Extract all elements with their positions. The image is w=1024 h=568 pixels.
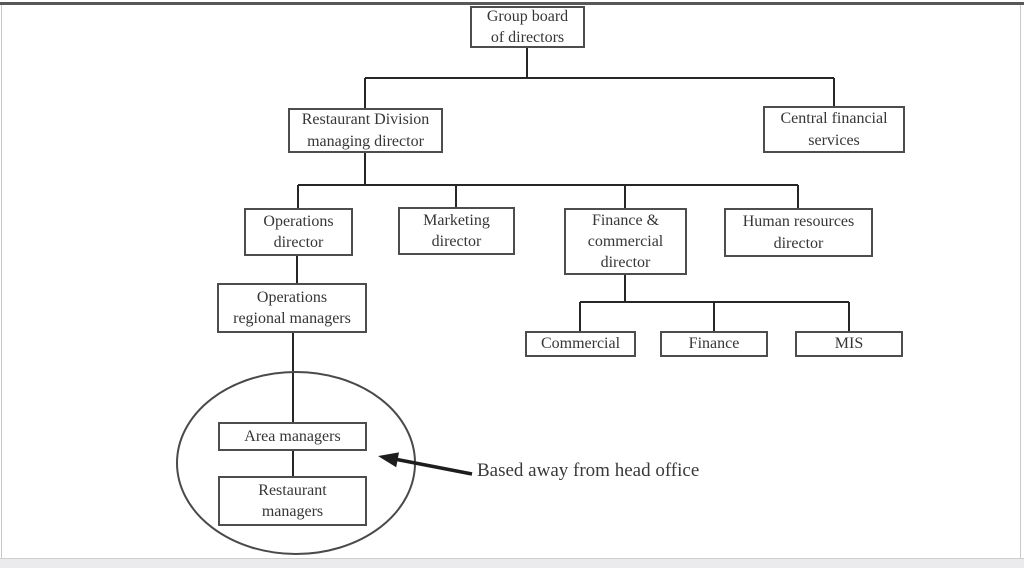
node-finance-commercial-director: Finance & commercial director — [564, 208, 687, 275]
node-label: Restaurant managers — [258, 481, 327, 520]
node-area-managers: Area managers — [218, 422, 367, 451]
node-marketing-director: Marketing director — [398, 207, 515, 255]
node-mis: MIS — [795, 331, 903, 357]
node-human-resources-director: Human resources director — [724, 208, 873, 257]
node-central-financial-services: Central financial services — [763, 106, 905, 153]
node-label: Operations regional managers — [233, 288, 351, 327]
node-restaurant-division-managing-director: Restaurant Division managing director — [288, 108, 443, 153]
node-label: Central financial services — [780, 110, 888, 149]
highlight-ellipse — [176, 371, 416, 555]
node-label: Area managers — [244, 427, 341, 445]
arrow-head-icon — [378, 452, 399, 468]
node-label: Commercial — [540, 335, 621, 353]
node-commercial: Commercial — [525, 331, 636, 357]
top-border-bar — [0, 2, 1024, 5]
node-label: Marketing director — [423, 211, 490, 250]
connector-lines — [292, 48, 850, 476]
annotation-based-away-from-head-office: Based away from head office — [477, 460, 700, 481]
node-restaurant-managers: Restaurant managers — [218, 476, 367, 526]
node-operations-director: Operations director — [244, 208, 353, 256]
node-operations-regional-managers: Operations regional managers — [217, 283, 367, 333]
node-label: Group board of directors — [486, 7, 569, 46]
left-border-line — [1, 5, 2, 558]
node-label: Finance — [688, 335, 740, 353]
node-group-board: Group board of directors — [470, 6, 585, 48]
node-label: Human resources director — [742, 213, 855, 252]
node-label: Operations director — [263, 212, 334, 251]
right-border-line — [1020, 5, 1021, 558]
arrow-shaft — [396, 457, 473, 476]
node-label: Finance & commercial director — [587, 211, 664, 272]
annotation-arrow — [378, 452, 473, 476]
node-finance: Finance — [660, 331, 768, 357]
bottom-strip — [0, 558, 1024, 568]
node-label: MIS — [834, 335, 864, 353]
node-label: Restaurant Division managing director — [301, 111, 430, 150]
